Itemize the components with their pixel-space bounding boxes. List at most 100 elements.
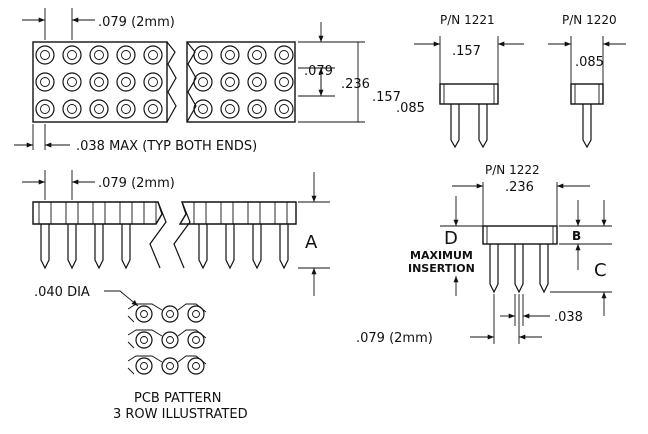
break-line-left bbox=[166, 41, 177, 123]
strip-body-left bbox=[32, 201, 163, 225]
pitch-label-top: .079 (2mm) bbox=[98, 15, 175, 30]
pcb-trace bbox=[127, 303, 163, 311]
strip-pin bbox=[94, 224, 104, 270]
socket-hole-inner bbox=[40, 77, 50, 87]
socket-hole bbox=[143, 99, 163, 119]
socket-hole bbox=[143, 72, 163, 92]
socket-hole bbox=[62, 99, 82, 119]
dim-157-side: .157 bbox=[372, 90, 401, 105]
socket-hole-inner bbox=[252, 77, 262, 87]
socket-hole bbox=[89, 72, 109, 92]
pn-1222-body bbox=[482, 225, 558, 245]
socket-hole-inner bbox=[148, 104, 158, 114]
pn-1220-pin bbox=[582, 104, 592, 149]
strip-pin bbox=[252, 224, 262, 270]
socket-hole bbox=[116, 72, 136, 92]
socket-hole-inner bbox=[279, 77, 289, 87]
pn-1222-side-view: P/N 1222 .236 D MAXIMUM INSERTION B C bbox=[356, 163, 612, 346]
socket-hole-inner bbox=[198, 77, 208, 87]
socket-hole-inner bbox=[225, 77, 235, 87]
socket-hole bbox=[220, 45, 240, 65]
pcb-pad-hole bbox=[140, 336, 148, 344]
socket-hole-inner bbox=[148, 50, 158, 60]
pn-1221-label: P/N 1221 bbox=[440, 13, 495, 27]
strip-pin bbox=[198, 224, 208, 270]
socket-hole-inner bbox=[121, 50, 131, 60]
pn-1221-pin-1 bbox=[450, 104, 460, 149]
strip-pin bbox=[121, 224, 131, 270]
socket-hole bbox=[116, 99, 136, 119]
pcb-trace bbox=[127, 341, 135, 349]
pcb-trace bbox=[127, 329, 163, 337]
pitch-label-1222: .079 (2mm) bbox=[356, 331, 433, 346]
socket-hole-inner bbox=[252, 104, 262, 114]
max-label: .038 MAX (TYP BOTH ENDS) bbox=[76, 139, 257, 154]
pcb-pad bbox=[187, 357, 205, 375]
socket-hole bbox=[35, 72, 55, 92]
socket-hole bbox=[62, 72, 82, 92]
strip-ribs bbox=[38, 202, 288, 224]
dim-236: .236 bbox=[505, 180, 534, 195]
socket-hole-inner bbox=[252, 50, 262, 60]
pcb-pad bbox=[187, 331, 205, 349]
dim-c: C bbox=[594, 260, 607, 281]
socket-hole-inner bbox=[279, 104, 289, 114]
socket-hole-inner bbox=[94, 77, 104, 87]
pcb-pad bbox=[135, 357, 153, 375]
pcb-trace bbox=[127, 367, 135, 375]
socket-hole bbox=[220, 72, 240, 92]
socket-hole-inner bbox=[40, 104, 50, 114]
socket-hole bbox=[193, 45, 213, 65]
socket-hole-inner bbox=[94, 50, 104, 60]
socket-hole-inner bbox=[225, 104, 235, 114]
dim-085-side: .085 bbox=[396, 101, 425, 116]
strip-break-2 bbox=[173, 201, 191, 269]
socket-hole bbox=[143, 45, 163, 65]
pcb-pattern: .040 DIA PCB PATTERN 3 ROW ILLUSTRATED bbox=[34, 285, 248, 422]
pcb-title: PCB PATTERN bbox=[134, 391, 221, 406]
socket-hole bbox=[35, 99, 55, 119]
socket-hole-inner bbox=[279, 50, 289, 60]
strip-pins bbox=[40, 224, 289, 270]
pn-1220-body bbox=[570, 83, 604, 105]
pcb-pad-hole bbox=[192, 336, 200, 344]
socket-hole bbox=[274, 72, 294, 92]
pcb-pad bbox=[135, 331, 153, 349]
pcb-pad bbox=[161, 331, 179, 349]
dim-157-top: .157 bbox=[452, 44, 481, 59]
pn-1222-label: P/N 1222 bbox=[485, 163, 540, 177]
pcb-pad-hole bbox=[140, 362, 148, 370]
socket-hole-inner bbox=[198, 104, 208, 114]
socket-hole-inner bbox=[40, 50, 50, 60]
socket-hole-inner bbox=[198, 50, 208, 60]
pcb-pad-hole bbox=[166, 336, 174, 344]
socket-hole bbox=[247, 99, 267, 119]
socket-hole bbox=[193, 72, 213, 92]
dim-038: .038 bbox=[554, 310, 583, 325]
pn-1222-pin-2 bbox=[514, 244, 524, 294]
pcb-pad-hole bbox=[192, 310, 200, 318]
strip-pin bbox=[40, 224, 50, 270]
dim-b: B bbox=[572, 229, 581, 243]
pcb-trace bbox=[177, 355, 207, 365]
pcb-subtitle: 3 ROW ILLUSTRATED bbox=[113, 407, 248, 422]
pcb-trace bbox=[177, 303, 207, 313]
pn-1220-side-view: P/N 1220 .085 bbox=[548, 13, 626, 149]
pn-1221-body bbox=[439, 83, 499, 105]
socket-hole bbox=[274, 99, 294, 119]
socket-hole-inner bbox=[94, 104, 104, 114]
grid-body-right bbox=[186, 41, 296, 123]
socket-hole-inner bbox=[121, 104, 131, 114]
dia-label: .040 DIA bbox=[34, 285, 90, 300]
socket-hole bbox=[62, 45, 82, 65]
side-view-strip: .079 (2mm) A bbox=[22, 170, 330, 296]
socket-hole bbox=[35, 45, 55, 65]
socket-hole bbox=[116, 45, 136, 65]
socket-hole-inner bbox=[148, 77, 158, 87]
pn-1221-side-view: P/N 1221 .157 bbox=[414, 13, 524, 149]
socket-hole bbox=[89, 45, 109, 65]
socket-hole-inner bbox=[121, 77, 131, 87]
top-view-socket-grid bbox=[32, 41, 296, 123]
